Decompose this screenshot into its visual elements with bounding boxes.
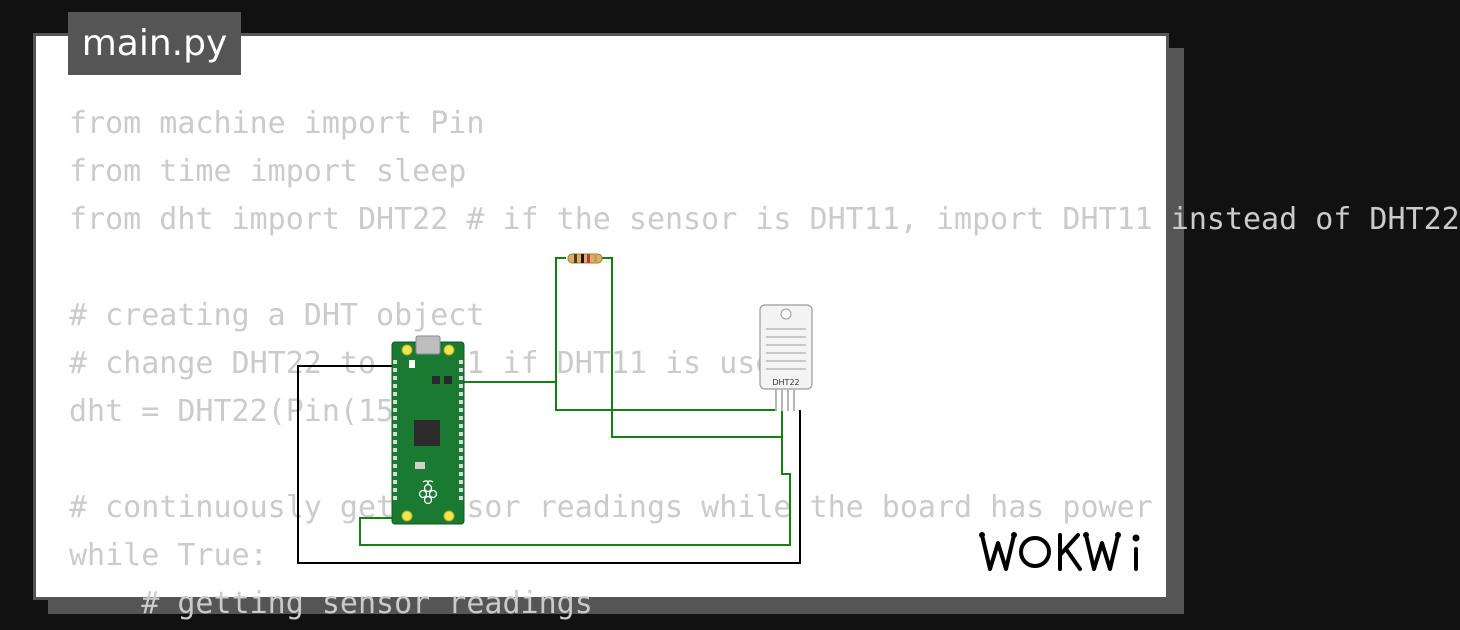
code-line: # getting sensor readings bbox=[69, 586, 593, 621]
ground-wire bbox=[297, 365, 801, 564]
signal-wire-2 bbox=[555, 382, 776, 411]
pico-board bbox=[391, 335, 465, 525]
vcc-wire bbox=[602, 257, 783, 438]
wires bbox=[297, 257, 801, 564]
pico-pins-right bbox=[459, 360, 463, 500]
code-line: dht = DHT22(Pin(15)) bbox=[69, 394, 431, 429]
code-line: from time import sleep bbox=[69, 154, 467, 189]
preview-card: from machine import Pin from time import … bbox=[33, 33, 1460, 621]
vcc-wire-2 bbox=[359, 437, 791, 546]
pico-pins-left bbox=[393, 360, 397, 500]
sensor-label: DHT22 bbox=[772, 378, 799, 387]
code-line: # creating a DHT object bbox=[69, 298, 485, 333]
usb-connector bbox=[415, 335, 441, 355]
led bbox=[409, 360, 415, 368]
sensor-grille bbox=[766, 328, 806, 370]
rp2040-chip bbox=[414, 420, 440, 446]
file-tab[interactable]: main.py bbox=[68, 12, 241, 75]
code-line: while True: bbox=[69, 538, 268, 573]
resistor bbox=[567, 253, 603, 264]
signal-wire bbox=[460, 257, 566, 383]
wokwi-logo bbox=[979, 532, 1140, 571]
code-line: from dht import DHT22 # if the sensor is… bbox=[69, 202, 1460, 237]
raspberry-logo bbox=[418, 480, 438, 505]
circuit-diagram: DHT22 bbox=[297, 253, 813, 564]
code-line: from machine import Pin bbox=[69, 106, 485, 141]
dht22-sensor: DHT22 bbox=[759, 304, 813, 411]
